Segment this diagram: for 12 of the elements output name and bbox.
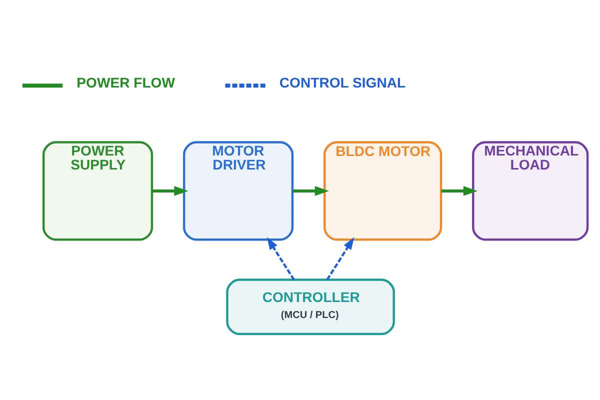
legend-label: POWER FLOW [76,74,176,90]
arrow [266,237,295,280]
legend-label: CONTROL SIGNAL [279,74,406,90]
arrow [441,186,478,196]
arrow [326,237,354,280]
node-box: POWER SUPPLY [42,141,154,241]
node-box: MECHANICAL LOAD [472,141,589,241]
node-box: MOTOR DRIVER [182,141,294,241]
arrow [152,186,188,196]
node-box: BLDC MOTOR [323,141,442,241]
arrow [292,186,329,196]
node-box: CONTROLLER (MCU / PLC) [226,278,395,336]
